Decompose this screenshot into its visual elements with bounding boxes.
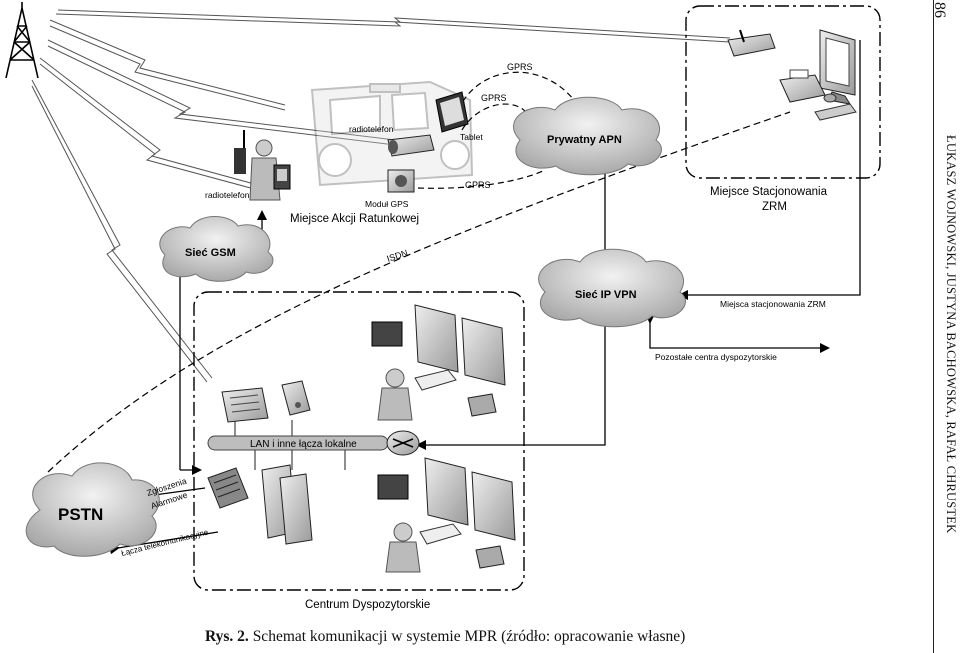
workstation-2 [377, 457, 516, 573]
rescuer-icon [249, 139, 281, 201]
action-zone-label: Miejsce Akcji Ratunkowej [290, 213, 419, 225]
cloud-apn: Prywatny APN [513, 96, 662, 176]
patch-panel-icon [221, 387, 269, 423]
station-zone [685, 5, 881, 179]
gprs-label-mid: GPRS [481, 93, 507, 103]
cloud-gsm: Sieć GSM [159, 216, 274, 282]
page-number: 86 [931, 2, 948, 18]
antenna-tower-icon [5, 2, 39, 79]
isdn-label: ISDN [386, 248, 410, 264]
vehicle-radio-label: radiotelefon [349, 124, 394, 134]
server-small-icon [281, 380, 311, 416]
gps-label: Moduł GPS [365, 199, 409, 209]
handheld-radio-icon [234, 130, 246, 174]
lan-label: LAN i inne łącza lokalne [250, 439, 357, 450]
workstation-1 [371, 304, 506, 421]
running-header: ŁUKASZ WOJNOWSKI, JUSTYNA BACHOWSKA, RAF… [944, 135, 958, 534]
station-zone-label-1: Miejsce Stacjonowania [710, 186, 828, 198]
handheld-radio-label: radiotelefon [205, 190, 250, 200]
cloud-vpn-label: Sieć IP VPN [575, 289, 637, 301]
figure-caption-label: Rys. 2. [205, 628, 249, 645]
handheld-terminal-icon [273, 164, 291, 190]
telecom-switch-icon [207, 467, 249, 509]
tablet-icon [435, 91, 469, 133]
ambulance-icon [310, 80, 474, 187]
communication-diagram: GPRS GPRS GPRS ISDN Sieć GSM Prywatny AP… [5, 2, 881, 611]
cloud-gsm-label: Sieć GSM [185, 247, 236, 259]
server-rack-icon [261, 464, 313, 545]
station-radio-icon [727, 29, 776, 57]
station-fax-icon [779, 69, 826, 103]
dispatch-zone-label: Centrum Dyspozytorskie [305, 599, 430, 611]
cloud-vpn: Sieć IP VPN [538, 248, 686, 328]
margin-rule [933, 0, 934, 653]
station-monitor-icon [819, 29, 856, 105]
cloud-apn-label: Prywatny APN [547, 134, 622, 146]
cloud-pstn: PSTN [25, 462, 160, 557]
vehicle-radio-icon [387, 134, 435, 157]
station-link-label: Miejsca stacjonowania ZRM [720, 299, 826, 309]
other-centres-label: Pozostałe centra dyspozytorskie [655, 352, 777, 362]
cloud-pstn-label: PSTN [58, 505, 103, 524]
figure-caption-text: Schemat komunikacji w systemie MPR (źród… [252, 628, 686, 645]
radio-links [31, 9, 731, 383]
lan-bus: LAN i inne łącza lokalne [207, 420, 389, 470]
station-zone-label-2: ZRM [762, 201, 787, 213]
figure-caption: Rys. 2. Schemat komunikacji w systemie M… [205, 628, 685, 646]
gprs-label-top: GPRS [507, 62, 533, 72]
router-icon [386, 430, 420, 456]
station-keyboard-icon [814, 93, 857, 121]
gprs-label-low: GPRS [465, 180, 491, 190]
tablet-label: Tablet [460, 132, 483, 142]
gps-module-icon [387, 169, 415, 193]
